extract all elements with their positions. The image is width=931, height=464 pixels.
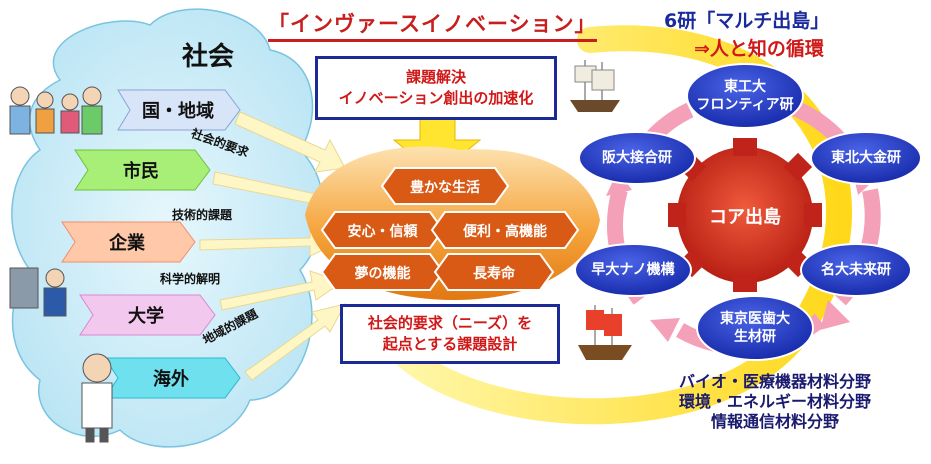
outcome-rich-life: 豊かな生活 (410, 180, 480, 196)
sailing-ship-illustration (570, 60, 620, 112)
actor-overseas: 海外 (153, 369, 189, 390)
needs-design-box: 社会的要求（ニーズ）を 起点とする課題設計 (340, 304, 560, 364)
node-titech-line2: フロンティア研 (696, 97, 794, 113)
node-tmdu-line1: 東京医歯大 (720, 311, 790, 327)
actor-universities: 大学 (128, 306, 164, 327)
people-illustration (9, 86, 103, 135)
circulation-subtitle: ⇒人と知の循環 (694, 38, 824, 60)
actor-arrows (61, 89, 241, 399)
needs-line-1: 社会的要求（ニーズ）を (367, 314, 533, 332)
field-ict: 情報通信材料分野 (710, 412, 839, 431)
multi-dejima-title: 6研「マルチ出島」 (664, 10, 830, 32)
req-technical-issue: 技術的課題 (172, 208, 233, 222)
outcome-hexes (320, 167, 580, 291)
society-label: 社会 (182, 42, 235, 72)
actor-nation-region: 国・地域 (142, 101, 214, 122)
worker-illustration (9, 267, 67, 317)
node-waseda-nano: 早大ナノ機構 (575, 261, 691, 279)
professor-illustration (81, 353, 113, 443)
main-title: 「インヴァースイノベーション」 (268, 8, 597, 42)
node-tmdu-ibb: 東京医歯大 生材研 (697, 310, 813, 346)
node-tmdu-line2: 生材研 (734, 329, 776, 345)
input-arrows (199, 111, 346, 381)
actor-companies: 企業 (109, 233, 145, 254)
solution-line-2: イノベーション創出の加速化 (338, 89, 534, 107)
field-bio-medical: バイオ・医療機器材料分野 (678, 372, 871, 391)
node-nagoya-line1: 名大未来研 (821, 262, 891, 278)
needs-line-2: 起点とする課題設計 (382, 335, 518, 353)
req-scientific-elucidation: 科学的解明 (160, 272, 221, 286)
node-waseda-line1: 早大ナノ機構 (591, 262, 675, 278)
node-osaka-line1: 阪大接合研 (602, 150, 672, 166)
network-nodes (574, 63, 922, 361)
field-environment-energy: 環境・エネルギー材料分野 (678, 392, 871, 411)
node-osaka-jwri: 阪大接合研 (579, 149, 695, 167)
node-titech-line1: 東工大 (724, 79, 766, 95)
outcome-dream-function: 夢の機能 (354, 266, 411, 282)
core-dejima-label: コア出島 (709, 207, 781, 228)
outcome-longevity: 長寿命 (473, 266, 515, 282)
node-tohoku-line1: 東北大金研 (831, 150, 901, 166)
solution-line-1: 課題解決 (405, 68, 466, 86)
outcome-convenience: 便利・高機能 (463, 224, 547, 240)
actor-citizens: 市民 (123, 161, 159, 182)
node-tohoku-imr: 東北大金研 (811, 149, 921, 167)
outcome-safety-trust: 安心・信頼 (347, 224, 418, 240)
node-nagoya-imass: 名大未来研 (801, 261, 911, 279)
materials-fields: バイオ・医療機器材料分野 環境・エネルギー材料分野 情報通信材料分野 (640, 372, 910, 432)
node-titech-frontier: 東工大 フロンティア研 (687, 78, 803, 114)
solution-box: 課題解決 イノベーション創出の加速化 (315, 56, 557, 120)
red-ship-illustration (578, 305, 632, 360)
